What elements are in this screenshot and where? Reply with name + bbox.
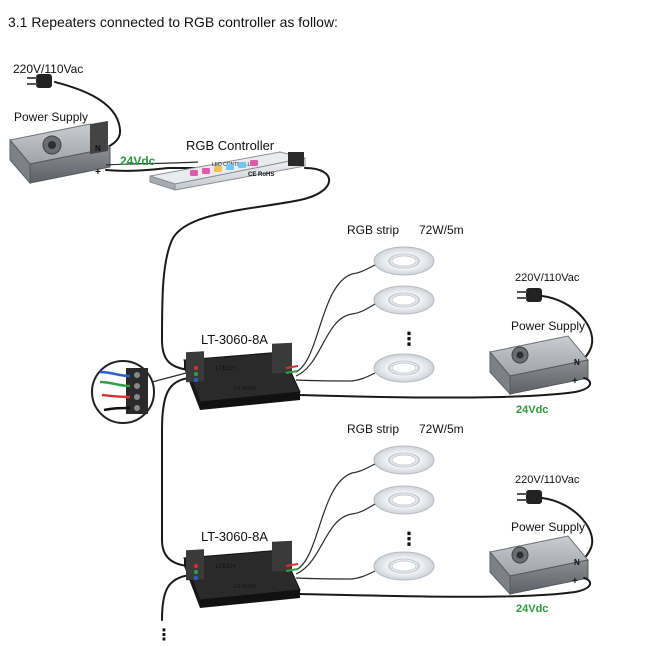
repeater-2-label: LT-3060-8A	[201, 529, 268, 544]
repeater-2-brand: LTECH	[216, 564, 235, 570]
strip-2-ellipsis: ⋮	[400, 529, 418, 549]
svg-text:N: N	[574, 358, 580, 367]
controller-brand: LED CONTROLLER	[212, 162, 258, 168]
connector-detail	[91, 360, 191, 424]
strip-2-label: RGB strip	[347, 422, 399, 436]
led-reel-1b	[351, 285, 435, 315]
strip-1-power: 72W/5m	[419, 223, 464, 237]
continuation-ellipsis: ⋮	[156, 627, 172, 644]
plug-icon	[27, 74, 52, 88]
svg-text:+: +	[572, 376, 578, 387]
dc-cable-top	[105, 167, 201, 172]
group-2: LT-3060-8A LTECH CE RoHS RGB strip 72W/5…	[183, 422, 594, 615]
group-1: LT-3060-8A LTECH CE RoHS RGB strip 72W/5…	[183, 223, 594, 416]
power-supply-1-label: Power Supply	[511, 319, 585, 333]
controller-marks: CE RoHS	[248, 172, 274, 178]
dc-label-2: 24Vdc	[516, 603, 548, 615]
mains-cable	[54, 81, 122, 150]
mains-2-label: 220V/110Vac	[515, 474, 580, 486]
svg-text:+: +	[95, 167, 101, 178]
controller-buttons	[190, 160, 258, 176]
rgb-controller: RGB Controller LED CONTROLLER CE RoHS	[149, 138, 306, 191]
repeater-1-marks: CE RoHS	[234, 386, 256, 392]
dc-label-top: 24Vdc	[120, 154, 156, 168]
dc-label-1: 24Vdc	[516, 404, 548, 416]
strip-1-label: RGB strip	[347, 223, 399, 237]
led-reel-1c	[351, 353, 435, 383]
svg-text:N: N	[95, 144, 101, 153]
power-supply-label: Power Supply	[14, 110, 88, 124]
mains-label: 220V/110Vac	[13, 62, 83, 76]
led-reel-2b	[351, 485, 435, 515]
plug-icon	[517, 288, 542, 302]
controller-label: RGB Controller	[186, 138, 275, 153]
section-title: 3.1 Repeaters connected to RGB controlle…	[8, 14, 338, 30]
repeater-1-label: LT-3060-8A	[201, 332, 268, 347]
led-reel-2a	[351, 445, 435, 475]
svg-text:N: N	[574, 558, 580, 567]
bus-cable-3	[161, 574, 191, 621]
top-power-supply: 220V/110Vac Power Supply N +	[9, 62, 122, 185]
mains-1-label: 220V/110Vac	[515, 272, 580, 284]
plug-icon	[517, 490, 542, 504]
repeater-1-brand: LTECH	[216, 366, 235, 372]
led-reel-2c	[351, 551, 435, 581]
led-reel-1a	[351, 246, 435, 276]
strip-2-power: 72W/5m	[419, 422, 464, 436]
repeater-2-marks: CE RoHS	[234, 584, 256, 590]
svg-text:+: +	[572, 576, 578, 587]
strip-1-ellipsis: ⋮	[400, 329, 418, 349]
bus-cable-1	[160, 167, 331, 371]
power-supply-2-label: Power Supply	[511, 520, 585, 534]
bus-cable-2	[161, 377, 191, 567]
